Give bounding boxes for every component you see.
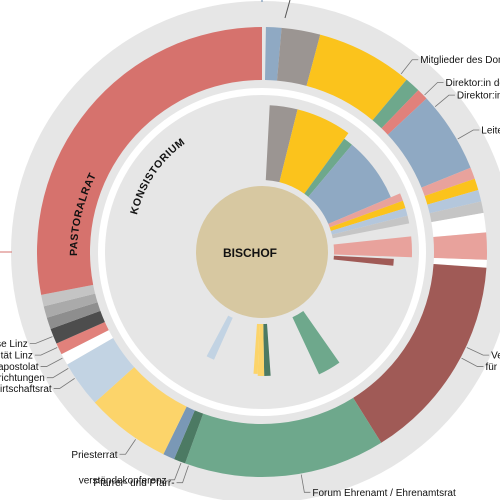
outer-ring-segment xyxy=(424,178,479,205)
inner-ring-segment xyxy=(331,215,410,239)
inner-ring-segment xyxy=(253,323,260,374)
inner-ring-segment xyxy=(308,144,391,224)
outer-ring xyxy=(36,27,487,477)
label-leader-line xyxy=(434,94,455,108)
segment-label: Mitglieder des Domkapitels / xyxy=(420,55,500,66)
inner-ring xyxy=(206,105,412,376)
outer-ring-segment xyxy=(276,27,321,86)
label-leader-line xyxy=(176,465,189,484)
inner-ring-segment xyxy=(329,200,406,231)
label-layer: Mitglieder des Domkapitels / Direktor:in … xyxy=(0,55,500,499)
outer-ring-segment xyxy=(431,212,487,238)
inner-ring-segment xyxy=(333,236,412,258)
inner-ring-segment xyxy=(328,193,403,228)
segment-label: Direktor:in des B xyxy=(446,78,500,89)
segment-label: ngseinrichtungen xyxy=(0,373,45,384)
outer-ring-segment xyxy=(163,406,195,460)
inner-ring-segment xyxy=(257,323,265,376)
inner-ring-segment xyxy=(292,310,340,375)
segment-label: Ve xyxy=(491,351,500,362)
inner-ring-segment xyxy=(330,208,408,235)
outer-ring-segment xyxy=(50,310,105,344)
outer-ring-segment xyxy=(61,330,114,365)
center-disc xyxy=(196,186,328,318)
segment-label: Leiter xyxy=(481,126,500,137)
outer-ring-segment xyxy=(353,263,487,443)
outer-ring-segment xyxy=(67,338,135,403)
label-leader-line xyxy=(29,336,53,344)
outer-ring-segment xyxy=(41,284,96,307)
outer-ring-segment xyxy=(306,34,407,121)
top-leader-line xyxy=(284,0,291,19)
outer-ring-segment xyxy=(265,27,282,81)
segment-label: Laienapostolat xyxy=(0,362,39,373)
segment-label: Pfarrer- und Pfarr- xyxy=(93,478,174,489)
label-leader-line xyxy=(466,347,490,356)
segment-label: verständekonferenz xyxy=(79,475,167,486)
label-leader-line xyxy=(40,357,63,367)
segment-label: Direktor:in der xyxy=(457,91,500,102)
label-leader-line xyxy=(300,474,311,493)
outer-ring-segment xyxy=(185,397,382,477)
label-leader-line xyxy=(34,347,58,356)
outer-ring-segment xyxy=(43,293,98,318)
inner-ring-segment xyxy=(333,255,394,266)
outer-ring-segment xyxy=(427,189,482,214)
label-leader-line xyxy=(400,59,419,75)
inner-ring-segment xyxy=(265,105,298,183)
inner-ring-segment xyxy=(279,109,349,194)
label-leader-line xyxy=(53,378,75,389)
outer-ring-segment xyxy=(46,302,101,329)
center-label: BISCHOF xyxy=(223,246,277,260)
label-leader-line xyxy=(168,462,182,481)
outer-ring-segment xyxy=(421,167,475,197)
outer-ring-segment xyxy=(433,258,487,268)
segment-label: Priesterrat xyxy=(71,450,117,461)
outer-ring-segment xyxy=(94,367,187,455)
outer-ring-segment xyxy=(433,232,487,260)
inner-ring-segment xyxy=(206,315,233,360)
label-leader-line xyxy=(119,439,136,455)
segment-label: Forum Ehrenamt / Ehrenamtsrat xyxy=(312,488,456,499)
outer-ring-segment xyxy=(429,201,484,223)
label-leader-line xyxy=(461,357,484,367)
label-leader-line xyxy=(457,129,480,140)
outer-ring-segment xyxy=(381,90,427,135)
segment-label: versität Linz xyxy=(0,351,33,362)
outer-ring-segment xyxy=(36,27,262,295)
outer-ring-segment xyxy=(387,98,471,188)
segment-label: ner Wirtschaftsrat xyxy=(0,384,52,395)
outer-ring-segment xyxy=(174,410,204,464)
label-leader-line xyxy=(46,368,69,379)
inner-ring-segment xyxy=(263,323,271,376)
inner-ring-segment xyxy=(304,138,352,197)
outer-ring-segment xyxy=(56,321,109,355)
outer-ring-segment xyxy=(372,79,419,129)
label-leader-line xyxy=(424,82,444,96)
segment-label: für xyxy=(485,362,497,373)
segment-label: özese Linz xyxy=(0,339,28,350)
